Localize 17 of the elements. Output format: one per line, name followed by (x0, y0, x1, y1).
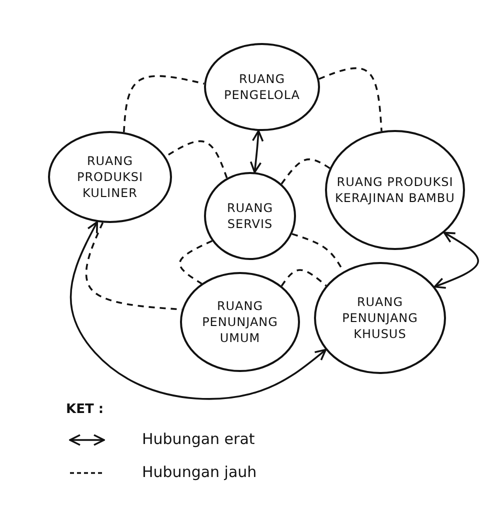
room-label: RUANG PENUNJANG KHUSUS (341, 294, 419, 342)
room-label: RUANG PRODUKSI KULINER (76, 152, 144, 202)
double-arrow (250, 130, 264, 174)
dashed-connector (122, 75, 204, 132)
dashed-connector (165, 140, 228, 178)
dashed-connector (179, 240, 212, 284)
room-label: RUANG PENUNJANG UMUM (201, 298, 279, 346)
room-label: RUANG PENGELOLA (222, 70, 302, 104)
double-arrow (70, 221, 327, 400)
legend-text: Hubungan erat (142, 430, 255, 448)
legend-text: Hubungan jauh (142, 463, 257, 481)
dashed-connector (318, 67, 382, 132)
dashed-connector (280, 158, 330, 184)
double-arrow (434, 232, 479, 289)
room-label: RUANG SERVIS (226, 200, 274, 232)
room-label: RUANG PRODUKSI KERAJINAN BAMBU (334, 174, 456, 206)
legend-heading: KET : (66, 402, 104, 417)
